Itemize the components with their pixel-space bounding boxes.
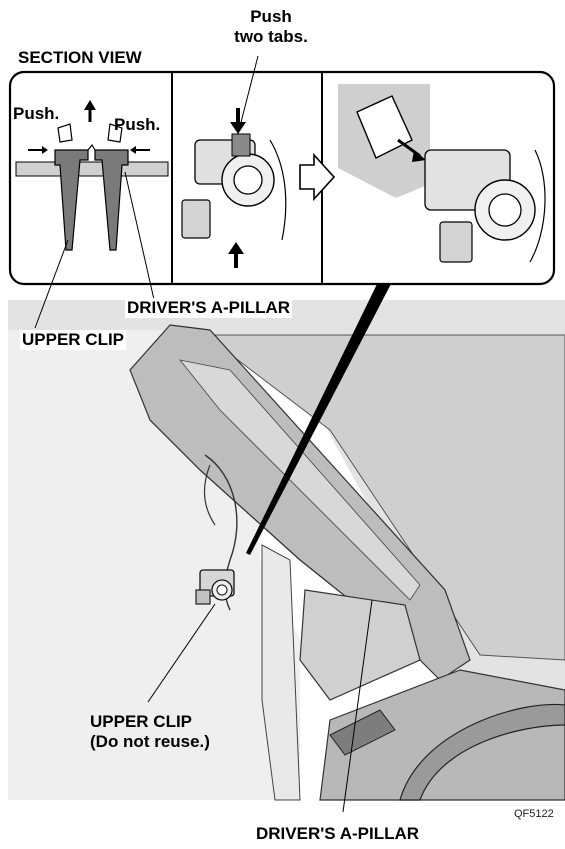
door-frame bbox=[261, 544, 301, 801]
detail-pointer bbox=[246, 282, 392, 555]
drivers-a-pillar-bottom-label: DRIVER'S A-PILLAR bbox=[256, 824, 420, 843]
upper-clip-bottom-line2: (Do not reuse.) bbox=[90, 732, 210, 751]
windshield bbox=[203, 334, 565, 661]
detail-box bbox=[8, 55, 556, 329]
a-pillar-highlight bbox=[179, 359, 421, 601]
leader-upper-clip-bottom bbox=[147, 603, 216, 703]
interior-illustration bbox=[8, 300, 565, 801]
push-two-tabs-line2: two tabs. bbox=[234, 27, 308, 46]
push-right-label: Push. bbox=[114, 115, 161, 134]
section-view-panel bbox=[15, 100, 169, 329]
leader-a-pillar-bottom bbox=[342, 599, 373, 813]
wire-harness-2 bbox=[204, 464, 216, 526]
removed-clip-panel bbox=[338, 84, 546, 263]
steering-wheel bbox=[399, 703, 565, 801]
push-two-tabs-line1: Push bbox=[250, 7, 292, 26]
quarter-window bbox=[299, 589, 421, 701]
upper-clip-detached bbox=[195, 569, 235, 605]
push-left-label: Push. bbox=[13, 104, 60, 123]
push-tabs-panel bbox=[181, 55, 287, 268]
push-two-tabs-label: Push two tabs. bbox=[216, 7, 326, 47]
upper-clip-bottom-line1: UPPER CLIP bbox=[90, 712, 193, 731]
figure-code: QF5122 bbox=[514, 808, 554, 820]
dashboard bbox=[319, 669, 565, 801]
next-step-arrow bbox=[299, 152, 336, 202]
dash-vent bbox=[329, 709, 396, 756]
upper-clip-bottom-label: UPPER CLIP (Do not reuse.) bbox=[90, 712, 210, 752]
drivers-a-pillar-top-label: DRIVER'S A-PILLAR bbox=[125, 298, 293, 318]
section-view-label: SECTION VIEW bbox=[18, 48, 142, 67]
upper-clip-top-label: UPPER CLIP bbox=[20, 330, 127, 350]
